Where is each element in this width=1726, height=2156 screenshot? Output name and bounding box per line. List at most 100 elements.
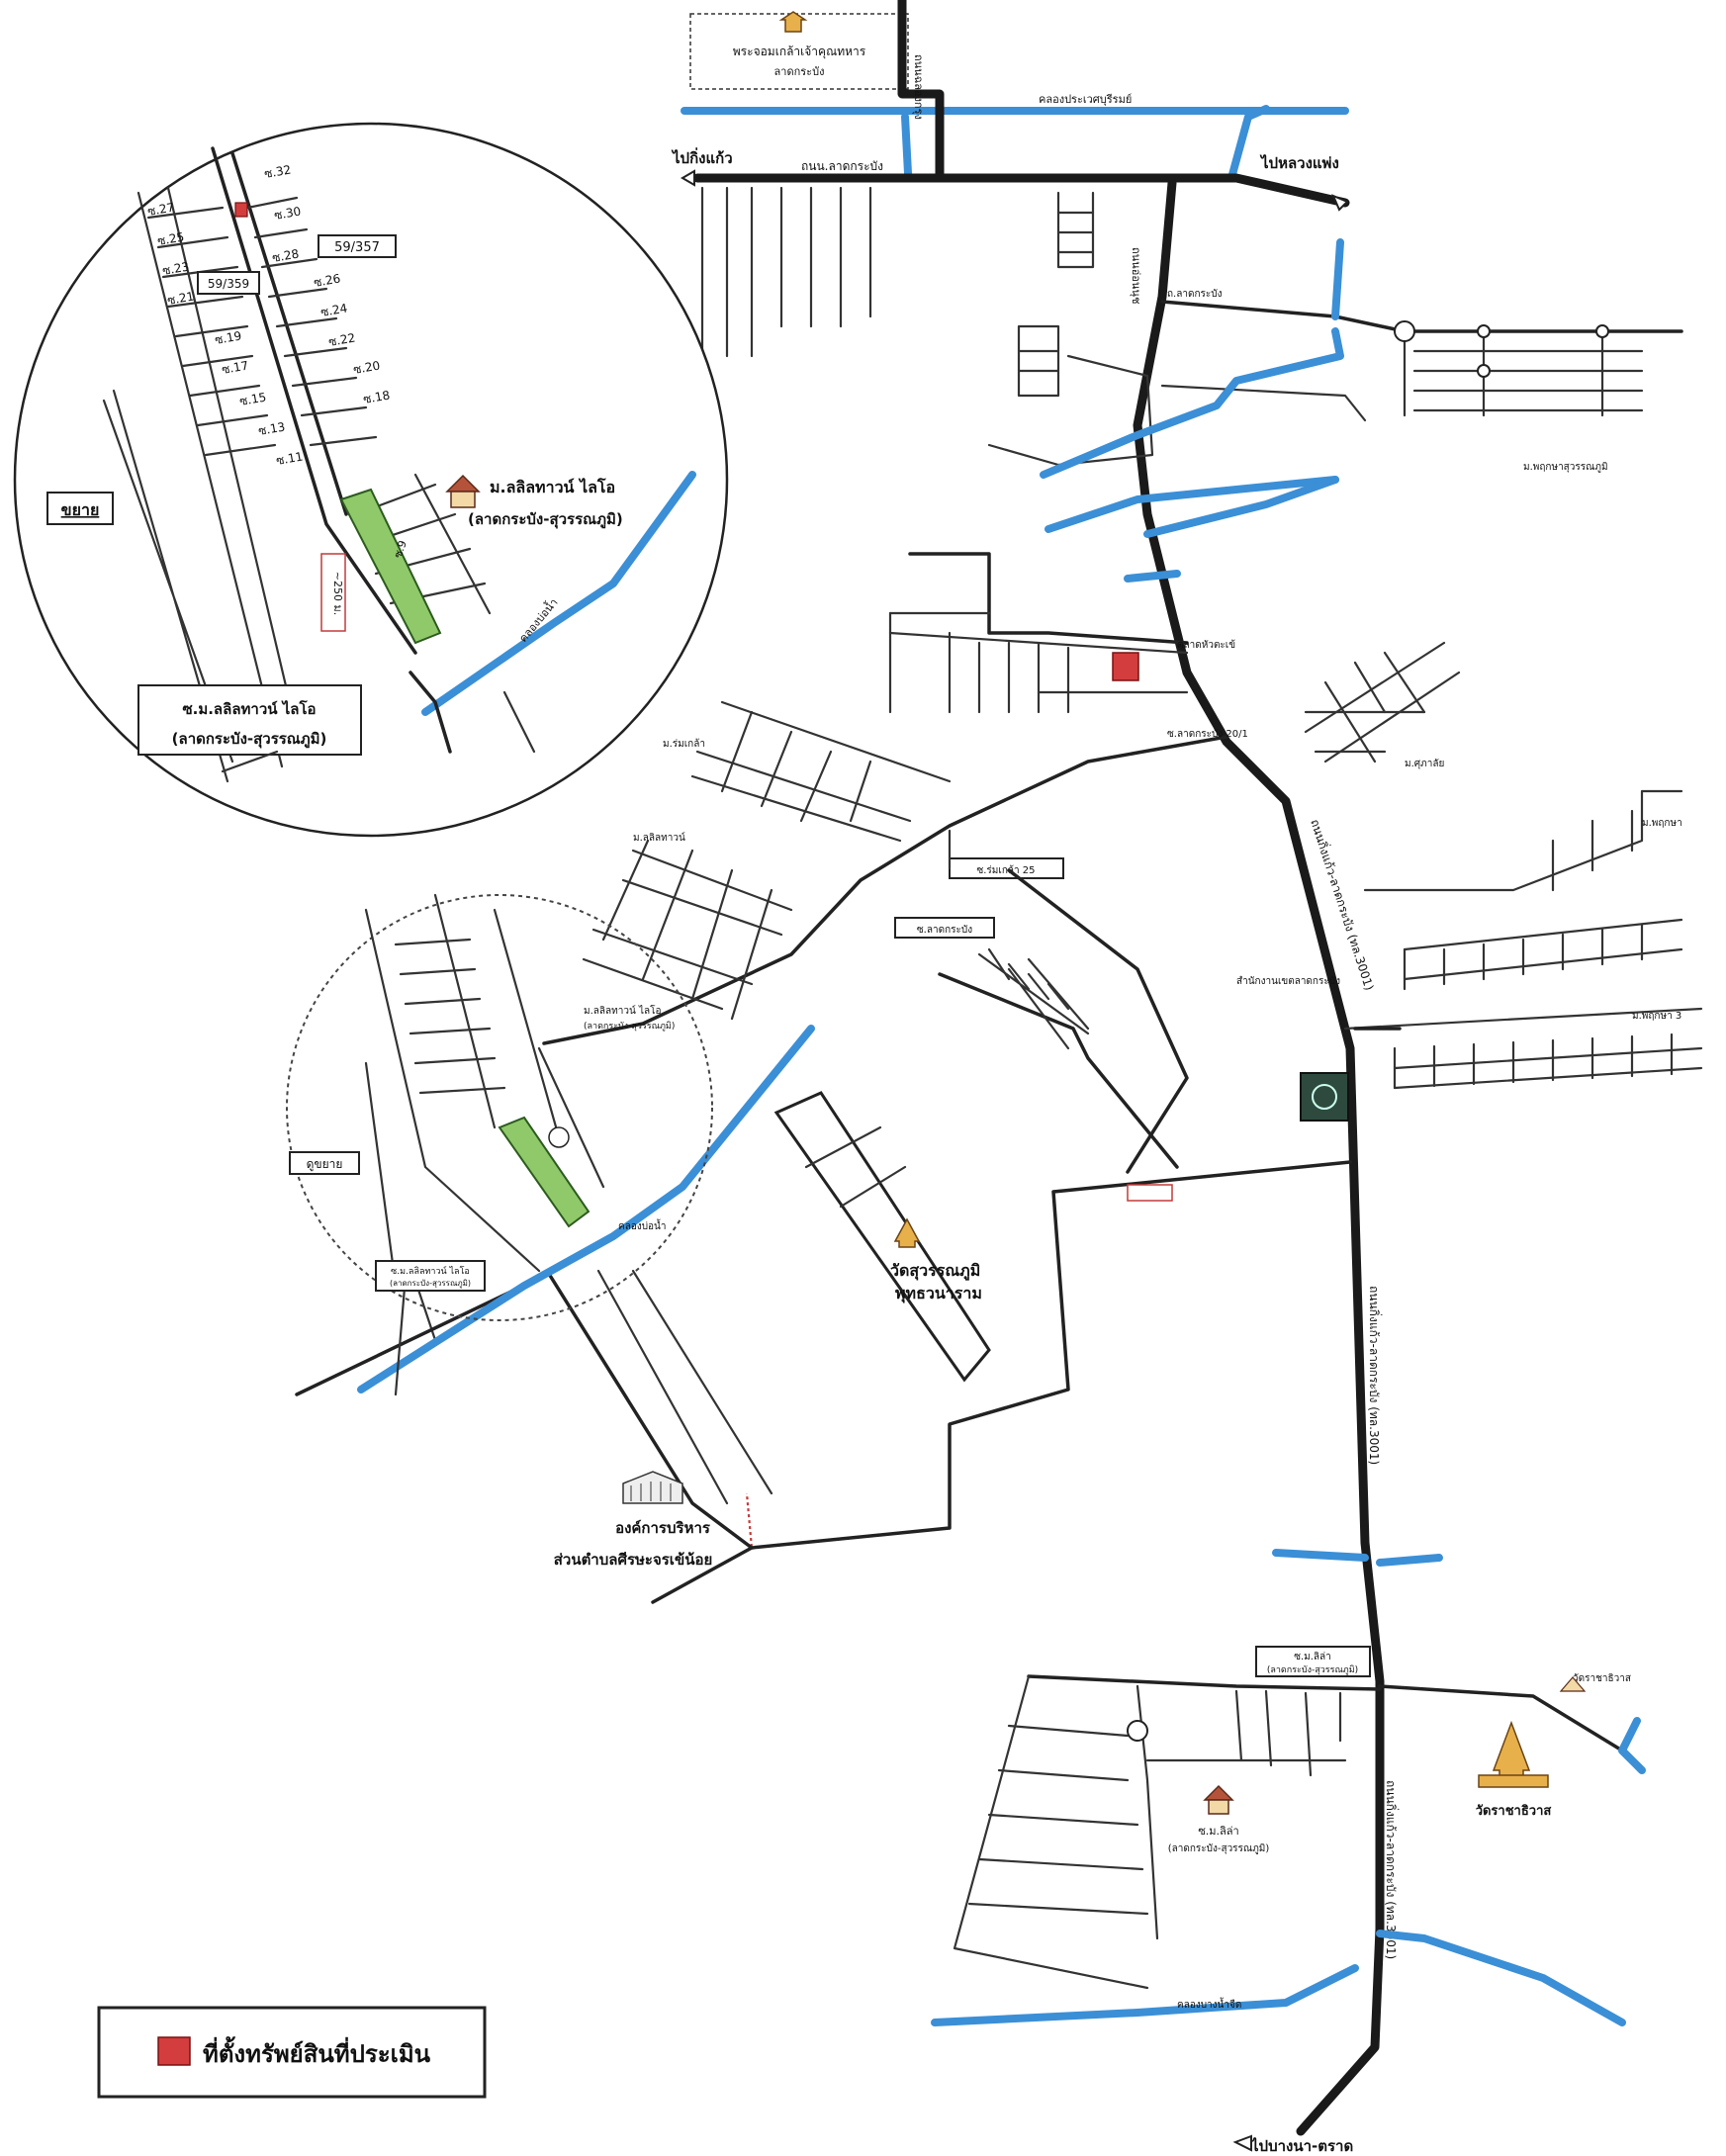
- village-main-icon: [445, 474, 481, 508]
- canal-mid-2: [1143, 476, 1339, 538]
- northeast-small-grid: [1304, 641, 1461, 764]
- soi-main-box: ซ.ม.ลลิลทาวน์ ไลโอ (ลาดกระบัง-สุวรรณภูมิ…: [137, 684, 362, 756]
- north-road: [897, 0, 945, 183]
- svg-text:ซ.23: ซ.23: [161, 259, 190, 278]
- property-marker-upper: [1112, 652, 1139, 681]
- green-zone-label: ซ.9: [392, 539, 409, 560]
- large-green-zone: [339, 488, 442, 645]
- svg-text:(ลาดกระบัง-สุวรรณภูมิ): (ลาดกระบัง-สุวรรณภูมิ): [390, 1279, 471, 1289]
- wat-top-label: วัดราชาธิวาส: [1573, 1673, 1631, 1684]
- svg-text:ซ.ม.ลลิลทาวน์ ไลโอ: ซ.ม.ลลิลทาวน์ ไลโอ: [182, 699, 316, 718]
- canal-mid-1: [1045, 476, 1339, 533]
- diagonal-road-west: [542, 735, 1228, 1045]
- wat-block: [773, 1091, 991, 1383]
- lat-krabang-road: [692, 173, 1350, 208]
- village-far-right-label: ม.พฤกษาสุวรรณภูมิ: [1523, 462, 1608, 473]
- zoom-circle-large: [13, 122, 729, 838]
- legend: ที่ตั้งทรัพย์สินที่ประเมิน: [97, 2006, 487, 2099]
- svg-text:59/359: 59/359: [208, 277, 249, 291]
- ul-village-label-3-sub: (ลาดกระบัง-สุวรรณภูมิ): [584, 1021, 675, 1032]
- soi-box-bottom: ซ.ม.ลิล่า (ลาดกระบัง-สุวรรณภูมิ): [1255, 1646, 1371, 1677]
- northeast-roads: [987, 300, 1683, 467]
- svg-text:ซ.ร่มเกล้า 25: ซ.ร่มเกล้า 25: [976, 864, 1035, 876]
- lat-krabang-label: ถนน.ลาดกระบัง: [801, 159, 883, 173]
- diag-road-label: ซ.ลาดกระบัง 20/1: [1167, 729, 1248, 740]
- bank-logo-icon: [1300, 1072, 1349, 1122]
- boundary-road: [651, 1160, 1352, 1604]
- canal-short: [1124, 570, 1181, 583]
- top-canal-label: คลองประเวศบุรีรมย์: [1039, 93, 1132, 106]
- small-zoom-tag: ดูขยาย: [289, 1151, 360, 1175]
- main-road-3001: [1133, 178, 1385, 2136]
- canal-se-small: [1618, 1717, 1646, 1774]
- canal-vertical-ne: [1331, 238, 1344, 320]
- wat-rachathiwat: [1478, 1720, 1549, 1788]
- ul-village-label-2: ม.ลลิลทาวน์: [633, 832, 685, 844]
- central-roads: [938, 868, 1189, 1174]
- svg-text:ซ.27: ซ.27: [146, 200, 175, 219]
- wat-small-icon: [1559, 1676, 1587, 1692]
- legend-label: ที่ตั้งทรัพย์สินที่ประเมิน: [203, 2035, 431, 2068]
- red-road-tag: [1127, 1184, 1173, 1202]
- village-bottom-icon: [1203, 1784, 1234, 1815]
- svg-text:ซ.28: ซ.28: [271, 246, 300, 265]
- small-zoom-contents: [364, 893, 605, 1396]
- canal-bottom: [931, 1930, 1626, 2026]
- canal-sw-label: คลองบ่อน้ำ: [618, 1218, 667, 1232]
- boundary-line: [745, 1160, 1351, 1550]
- central-upper-roads: [888, 552, 1189, 714]
- canal-bottom-label: คลองบางน้ำจืด: [1177, 1997, 1241, 2011]
- village-right-label: ม.ศุภาลัย: [1405, 759, 1444, 769]
- svg-text:ซ.17: ซ.17: [221, 358, 249, 377]
- village-main-label: ม.ลลิลทาวน์ ไลโอ: [490, 477, 615, 496]
- tao-office-label: องค์การบริหาร: [615, 1519, 711, 1537]
- west-grid-roads: [700, 186, 1095, 358]
- svg-text:59/357: 59/357: [334, 240, 380, 255]
- svg-text:(ลาดกระบัง-สุวรรณภูมิ): (ลาดกระบัง-สุวรรณภูมิ): [172, 730, 327, 749]
- ul-village-label-1: ม.ร่มเกล้า: [663, 738, 705, 750]
- small-green-zone: [498, 1116, 590, 1228]
- bottom-village-grid: [953, 1674, 1382, 1990]
- soi-box-3: ซ.ลาดกระบัง: [894, 917, 995, 939]
- zoom-title: ขยาย: [46, 492, 114, 525]
- svg-text:ซ.ม.ลิล่า: ซ.ม.ลิล่า: [1294, 1652, 1331, 1662]
- canal-crossing-1: [1272, 1549, 1443, 1567]
- svg-text:ซ.22: ซ.22: [327, 330, 356, 349]
- plot-box-1: 59/357: [318, 234, 397, 258]
- svg-text:ซ.ม.ลลิลทาวน์ ไลโอ: ซ.ม.ลลิลทาวน์ ไลโอ: [391, 1265, 470, 1277]
- university-label: พระจอมเกล้าเจ้าคุณทหาร ลาดกระบัง: [689, 11, 909, 90]
- village-bottom-label: ซ.ม.ลิล่า: [1198, 1825, 1238, 1838]
- village-main-sub: (ลาดกระบัง-สุวรรณภูมิ): [468, 510, 623, 529]
- svg-text:ซ.25: ซ.25: [156, 229, 185, 248]
- zoom-exit-road: [409, 671, 452, 754]
- university-sub: ลาดกระบัง: [774, 65, 825, 78]
- svg-text:ขยาย: ขยาย: [61, 500, 100, 519]
- zoom-circle-small: [286, 894, 713, 1321]
- road-3001-label-1: ถนนกิ่งแก้ว-ลาดกระบัง (ทล.3001): [1308, 817, 1378, 992]
- on-nut-label: ถนนอ่อนนุช: [1130, 247, 1142, 304]
- to-luang-phaeng-label: ไปหลวงแพ่ง: [1259, 153, 1339, 172]
- svg-text:ซ.11: ซ.11: [275, 449, 304, 468]
- canal-branch-2: [1227, 105, 1270, 182]
- soi-box-small: ซ.ม.ลลิลทาวน์ ไลโอ (ลาดกระบัง-สุวรรณภูมิ…: [375, 1260, 486, 1292]
- east-village-grid: [1343, 789, 1703, 1090]
- village-bottom-sub: (ลาดกระบัง-สุวรรณภูมิ): [1168, 1843, 1270, 1854]
- south-arrow-icon: [1232, 2134, 1252, 2152]
- tao-office-label-2: ส่วนตำบลศีรษะจรเข้น้อย: [554, 1551, 713, 1569]
- distance-tag: [320, 553, 346, 632]
- west-arrow-icon: [681, 169, 695, 187]
- svg-text:ซ.26: ซ.26: [313, 271, 341, 290]
- svg-text:ซ.24: ซ.24: [319, 301, 348, 319]
- svg-text:ซ.20: ซ.20: [352, 358, 381, 377]
- east-road-wat: [1378, 1684, 1624, 1752]
- svg-text:ซ.30: ซ.30: [273, 204, 302, 223]
- zoom-soi-right: ซ.32 ซ.30 ซ.28 ซ.26 ซ.24 ซ.22 ซ.20 ซ.18: [263, 162, 391, 406]
- property-marker-zoom: [234, 202, 248, 218]
- east-arrow-icon: [1331, 194, 1349, 212]
- wat-suwannaphum-label-2: พุทธวนาราม: [895, 1284, 982, 1303]
- north-road-label: ถนนฉลองกรุง: [912, 54, 925, 120]
- northeast-road-label: ถ.ลาดกระบัง: [1167, 289, 1223, 300]
- village-right-label-2: ม.พฤกษา: [1642, 818, 1682, 829]
- soi-box-2: ซ.ร่มเกล้า 25: [949, 857, 1064, 879]
